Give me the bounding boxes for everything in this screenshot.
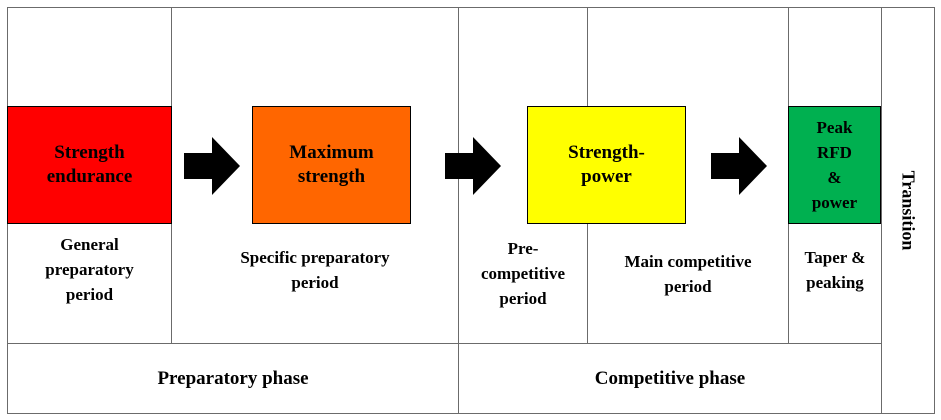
main-competitive-period-label: Main competitive period bbox=[624, 252, 752, 296]
strength-endurance-box: Strength endurance bbox=[7, 106, 172, 224]
arrow-shape bbox=[711, 137, 767, 195]
general-preparatory-period-label: General preparatory period bbox=[45, 234, 134, 304]
arrow-shape bbox=[184, 137, 240, 195]
peak-rfd-power-box: Peak RFD & power bbox=[788, 106, 881, 224]
maximum-strength-box: Maximum strength bbox=[252, 106, 411, 224]
competitive-phase-label: Competitive phase bbox=[594, 368, 746, 389]
transition-phase-label: Transition bbox=[898, 170, 918, 251]
strength-power-box: Strength- power bbox=[527, 106, 686, 224]
grid-line-2 bbox=[458, 8, 459, 414]
preparatory-phase-label: Preparatory phase bbox=[157, 368, 309, 389]
right-arrow-icon bbox=[445, 137, 501, 195]
grid-line-phase-divider bbox=[8, 343, 881, 344]
taper-peaking-label: Taper & peaking bbox=[804, 248, 866, 292]
arrow-shape bbox=[445, 137, 501, 195]
right-arrow-icon bbox=[711, 137, 767, 195]
grid-line-5 bbox=[881, 8, 882, 414]
pre-competitive-period-label: Pre- competitive period bbox=[480, 238, 566, 308]
specific-preparatory-period-label: Specific preparatory period bbox=[240, 248, 390, 292]
transition-phase-cell: Transition bbox=[881, 8, 934, 413]
right-arrow-icon bbox=[184, 137, 240, 195]
